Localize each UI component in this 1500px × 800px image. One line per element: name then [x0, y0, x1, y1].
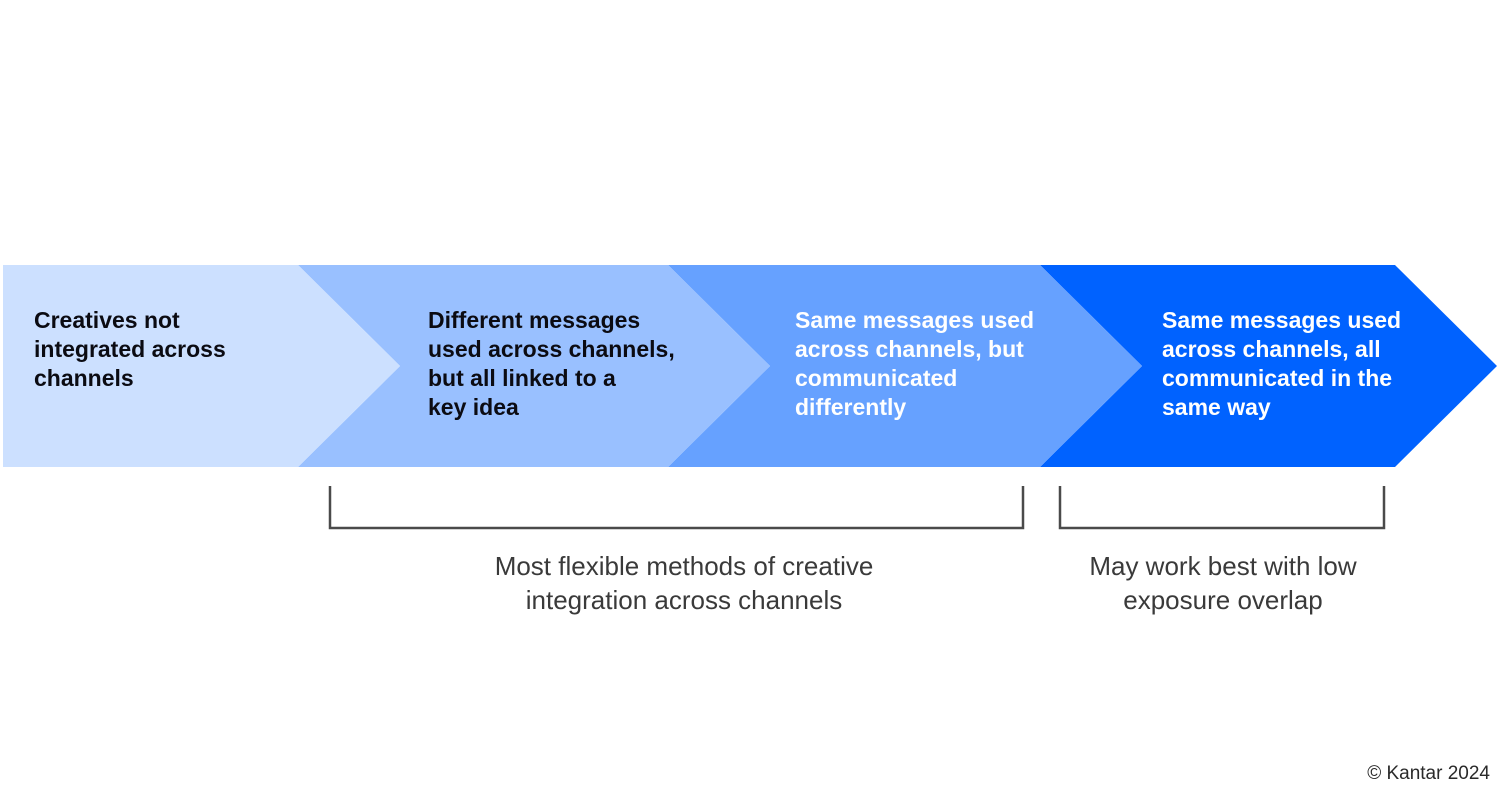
- step-2-label: Different messages used across channels,…: [428, 307, 675, 420]
- step-3-label: Same messages used across channels, but …: [795, 307, 1035, 420]
- chevron-step-3: [668, 265, 1142, 467]
- bracket-flexible-methods: [328, 486, 1025, 530]
- bracket-low-overlap: [1058, 486, 1386, 530]
- chevron-step-1: [3, 265, 400, 467]
- step-4-label: Same messages used across channels, all …: [1162, 307, 1402, 420]
- copyright-notice: © Kantar 2024: [1367, 763, 1490, 784]
- step-1-label: Creatives not integrated across channels: [34, 307, 226, 391]
- chevron-step-4: [1040, 265, 1497, 467]
- bracket-caption-low-overlap: May work best with low exposure overlap: [1089, 551, 1357, 615]
- chevron-step-2: [298, 265, 770, 467]
- bracket-caption-flexible-methods: Most flexible methods of creative integr…: [494, 551, 874, 615]
